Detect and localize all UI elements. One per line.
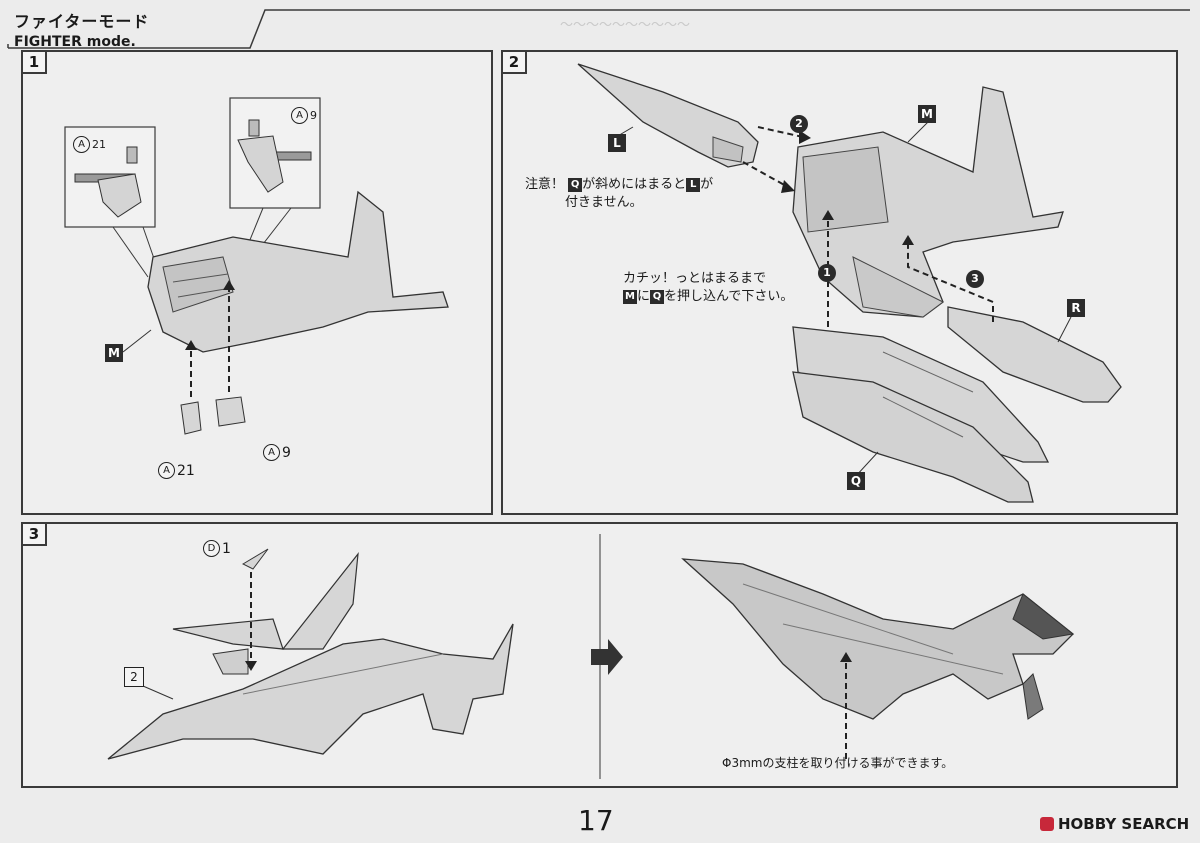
step-number: 1 bbox=[21, 50, 47, 74]
inline-tag-q: Q bbox=[650, 289, 665, 304]
part-number: 1 bbox=[222, 540, 231, 557]
runner-letter: A bbox=[158, 462, 175, 479]
runner-letter: A bbox=[263, 444, 280, 461]
header-rule bbox=[7, 9, 1190, 49]
order-badge-3: 3 bbox=[966, 270, 984, 288]
part-number: 9 bbox=[310, 109, 317, 122]
title-en: FIGHTER mode. bbox=[14, 34, 136, 50]
part-tag-q: Q bbox=[847, 472, 865, 490]
part-number: 21 bbox=[177, 462, 195, 479]
press-line1: カチッ！っとはまるまで bbox=[623, 271, 767, 286]
page-header: ファイターモード FIGHTER mode. bbox=[14, 8, 149, 50]
watermark-text: HOBBY SEARCH bbox=[1058, 815, 1190, 833]
inline-tag-q: Q bbox=[568, 177, 583, 192]
page-number: 17 bbox=[578, 804, 614, 837]
runner-letter: D bbox=[203, 540, 220, 557]
press-suffix: を押し込んで下さい。 bbox=[664, 289, 794, 304]
step1-illustration bbox=[64, 97, 449, 435]
step-number: 3 bbox=[21, 522, 47, 546]
panel-step-1: 1 bbox=[21, 50, 493, 515]
step-number: 2 bbox=[501, 50, 527, 74]
panel-step-2: 2 bbox=[501, 50, 1178, 515]
runner-letter: A bbox=[73, 136, 90, 153]
bleed-text: ～～～～～～～～～～ bbox=[560, 18, 691, 33]
caution-line2: 付きません。 bbox=[565, 195, 643, 210]
order-badge-1: 1 bbox=[818, 264, 836, 282]
part-tag-l: L bbox=[608, 134, 626, 152]
runner-letter: A bbox=[291, 107, 308, 124]
part-tag-m: M bbox=[105, 344, 123, 362]
step2-illustration bbox=[577, 63, 1122, 503]
watermark: HOBBY SEARCH bbox=[1040, 815, 1189, 833]
part-number: 9 bbox=[282, 444, 291, 461]
caution-prefix: 注意！ bbox=[525, 177, 565, 192]
part-tag-r: R bbox=[1067, 299, 1085, 317]
caution-middle: が斜めにはまると bbox=[582, 177, 687, 192]
hobby-search-logo-icon bbox=[1040, 817, 1054, 831]
part-tag-m: M bbox=[918, 105, 936, 123]
press-middle: に bbox=[637, 289, 651, 304]
title-jp: ファイターモード bbox=[14, 12, 150, 31]
order-badge-2: 2 bbox=[790, 115, 808, 133]
step3-illustration bbox=[107, 534, 1075, 779]
part-number: 21 bbox=[92, 138, 106, 151]
inline-tag-l: L bbox=[686, 177, 701, 192]
stand-note: Φ3mmの支柱を取り付ける事ができます。 bbox=[722, 756, 954, 770]
inline-tag-m: M bbox=[623, 289, 637, 304]
ref-step-2: 2 bbox=[124, 667, 144, 687]
caution-suffix: が bbox=[700, 177, 714, 192]
